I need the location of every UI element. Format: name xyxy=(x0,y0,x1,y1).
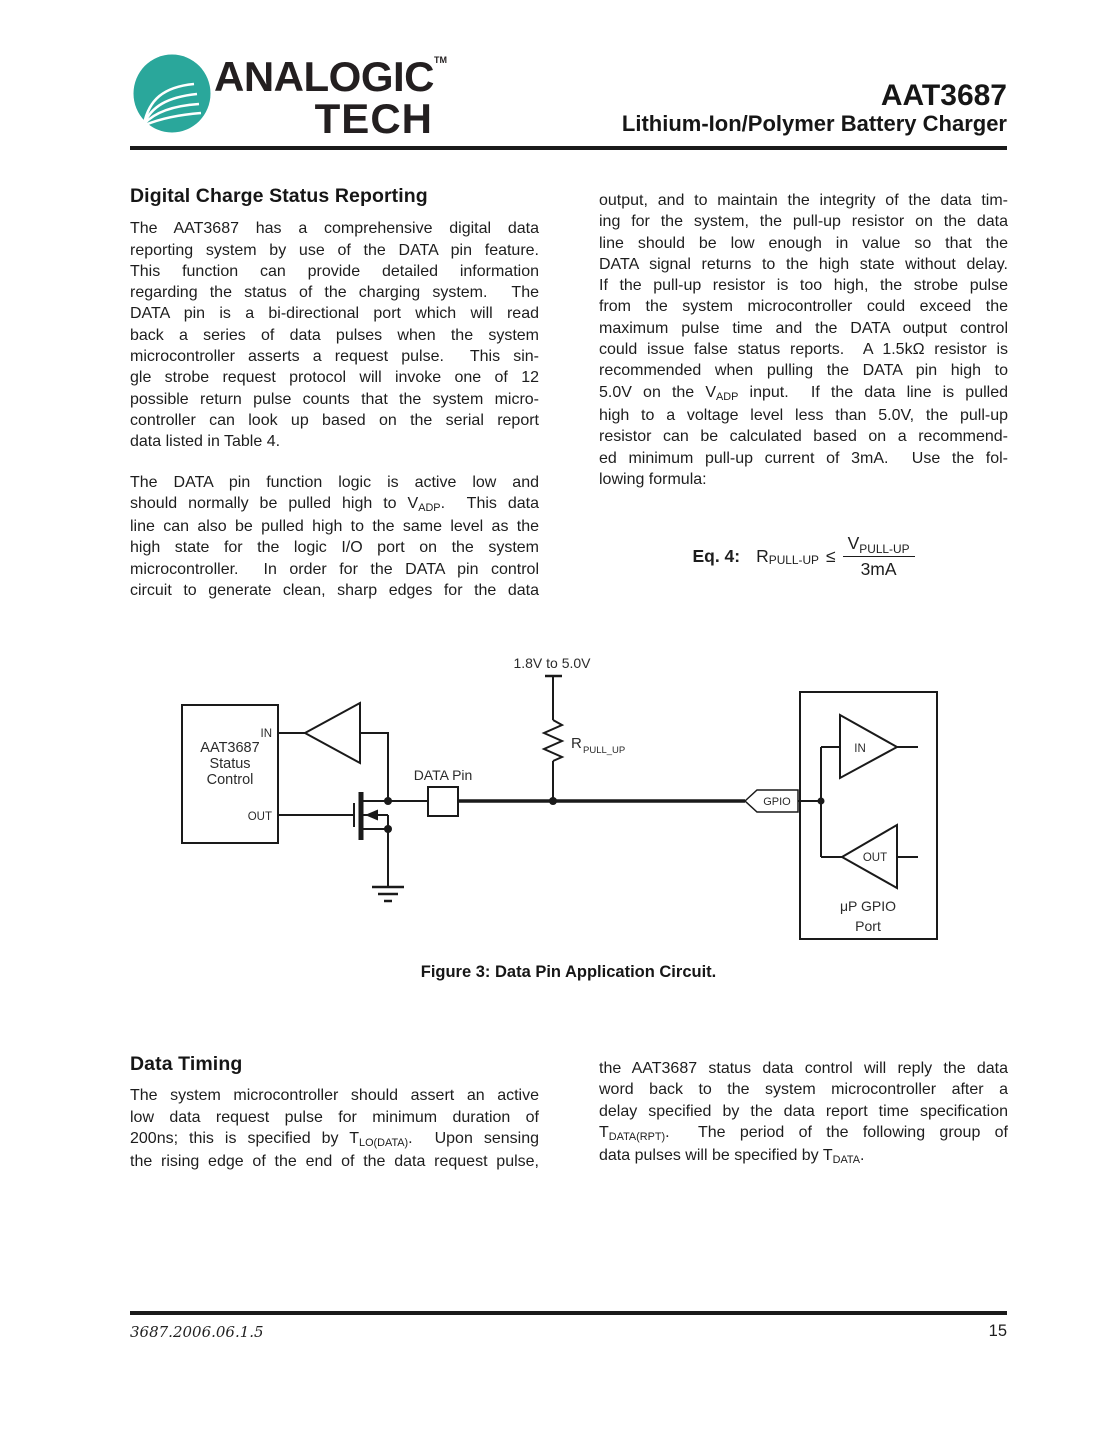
equation-fraction: VPULL-UP 3mA xyxy=(842,533,915,580)
timing-section-left-column: Data Timing The system microcontroller s… xyxy=(130,1053,539,1172)
mcu-in-label: IN xyxy=(854,743,866,755)
equation-lhs-subscript: PULL-UP xyxy=(768,553,819,568)
header-rule xyxy=(130,146,1007,150)
timing-paragraph-1: The system microcontroller should assert… xyxy=(130,1087,539,1171)
pullup-junction-dot xyxy=(549,797,557,805)
mosfet-body-arrow xyxy=(365,809,378,821)
mcu-label-line1: μP GPIO xyxy=(840,898,896,914)
numerator-base: V xyxy=(847,533,860,553)
timing-section-right-column: the AAT3687 status data control will rep… xyxy=(599,1058,1008,1168)
mcu-gpio-port-box xyxy=(799,691,938,940)
supply-voltage-label: 1.8V to 5.0V xyxy=(513,655,591,671)
pullup-resistor-subscript: PULL_UP xyxy=(583,745,625,756)
chip-in-pin-label: IN xyxy=(261,728,273,740)
less-equal-sign: ≤ xyxy=(826,546,836,566)
analogictech-logo xyxy=(133,54,211,133)
ground-symbol xyxy=(372,885,404,903)
part-subtitle: Lithium-Ion/Polymer Battery Charger xyxy=(621,111,1007,136)
timing-paragraph-2: the AAT3687 status data control will rep… xyxy=(599,1060,1008,1167)
digital-paragraph-1: The AAT3687 has a comprehensive digital … xyxy=(130,220,539,451)
chip-label-line3: Control xyxy=(207,772,254,788)
source-junction-dot xyxy=(384,825,392,833)
chip-out-pin-label: OUT xyxy=(248,811,272,823)
mcu-label-line2: Port xyxy=(855,918,881,934)
brand-wordmark-top: ANALOGIC xyxy=(214,53,435,100)
numerator-subscript: PULL-UP xyxy=(859,541,910,556)
fraction-numerator: VPULL-UP xyxy=(842,533,915,557)
aat3687-status-control-box xyxy=(181,704,279,844)
part-number-title: AAT3687 xyxy=(880,79,1007,112)
document-revision-id: 3687.2006.06.1.5 xyxy=(130,1323,264,1341)
pullup-resistor-label: R xyxy=(571,735,582,752)
logo-leaf-veins xyxy=(142,82,202,127)
digital-paragraph-2: The DATA pin function logic is active lo… xyxy=(130,473,540,600)
digital-paragraph-3: output, and to maintain the integrity of… xyxy=(599,192,1008,488)
buffer-to-dataline-wire xyxy=(360,732,389,801)
data-pin-application-circuit-diagram: AAT3687 Status Control IN OUT DATA Pin 1… xyxy=(181,655,938,940)
fraction-denominator: 3mA xyxy=(860,559,897,579)
brand-wordmark-bottom: TECH xyxy=(314,95,433,142)
digital-section-heading: Digital Charge Status Reporting xyxy=(130,185,428,207)
data-pin-label: DATA Pin xyxy=(414,767,473,783)
equation-lhs: R xyxy=(756,546,769,566)
brand-trademark: TM xyxy=(434,55,447,65)
logo-leaf-icon xyxy=(133,54,211,133)
pullup-resistor-zigzag xyxy=(541,719,565,762)
page-number: 15 xyxy=(988,1322,1007,1340)
input-buffer-triangle xyxy=(302,701,361,765)
chip-label-line1: AAT3687 xyxy=(200,740,259,756)
equation-label: Eq. 4: xyxy=(692,546,741,566)
timing-section-heading: Data Timing xyxy=(130,1053,243,1075)
digital-section-left-column: Digital Charge Status Reporting The AAT3… xyxy=(130,185,540,601)
mcu-input-buffer-triangle xyxy=(839,713,900,780)
gpio-tag-label: GPIO xyxy=(763,796,791,808)
chip-label-line2: Status xyxy=(209,756,250,772)
digital-section-right-column: output, and to maintain the integrity of… xyxy=(599,190,1008,490)
footer-rule xyxy=(130,1311,1007,1315)
data-pin-pad xyxy=(427,786,459,817)
figure-3-caption: Figure 3: Data Pin Application Circuit. xyxy=(420,963,717,981)
mcu-out-label: OUT xyxy=(863,852,887,864)
